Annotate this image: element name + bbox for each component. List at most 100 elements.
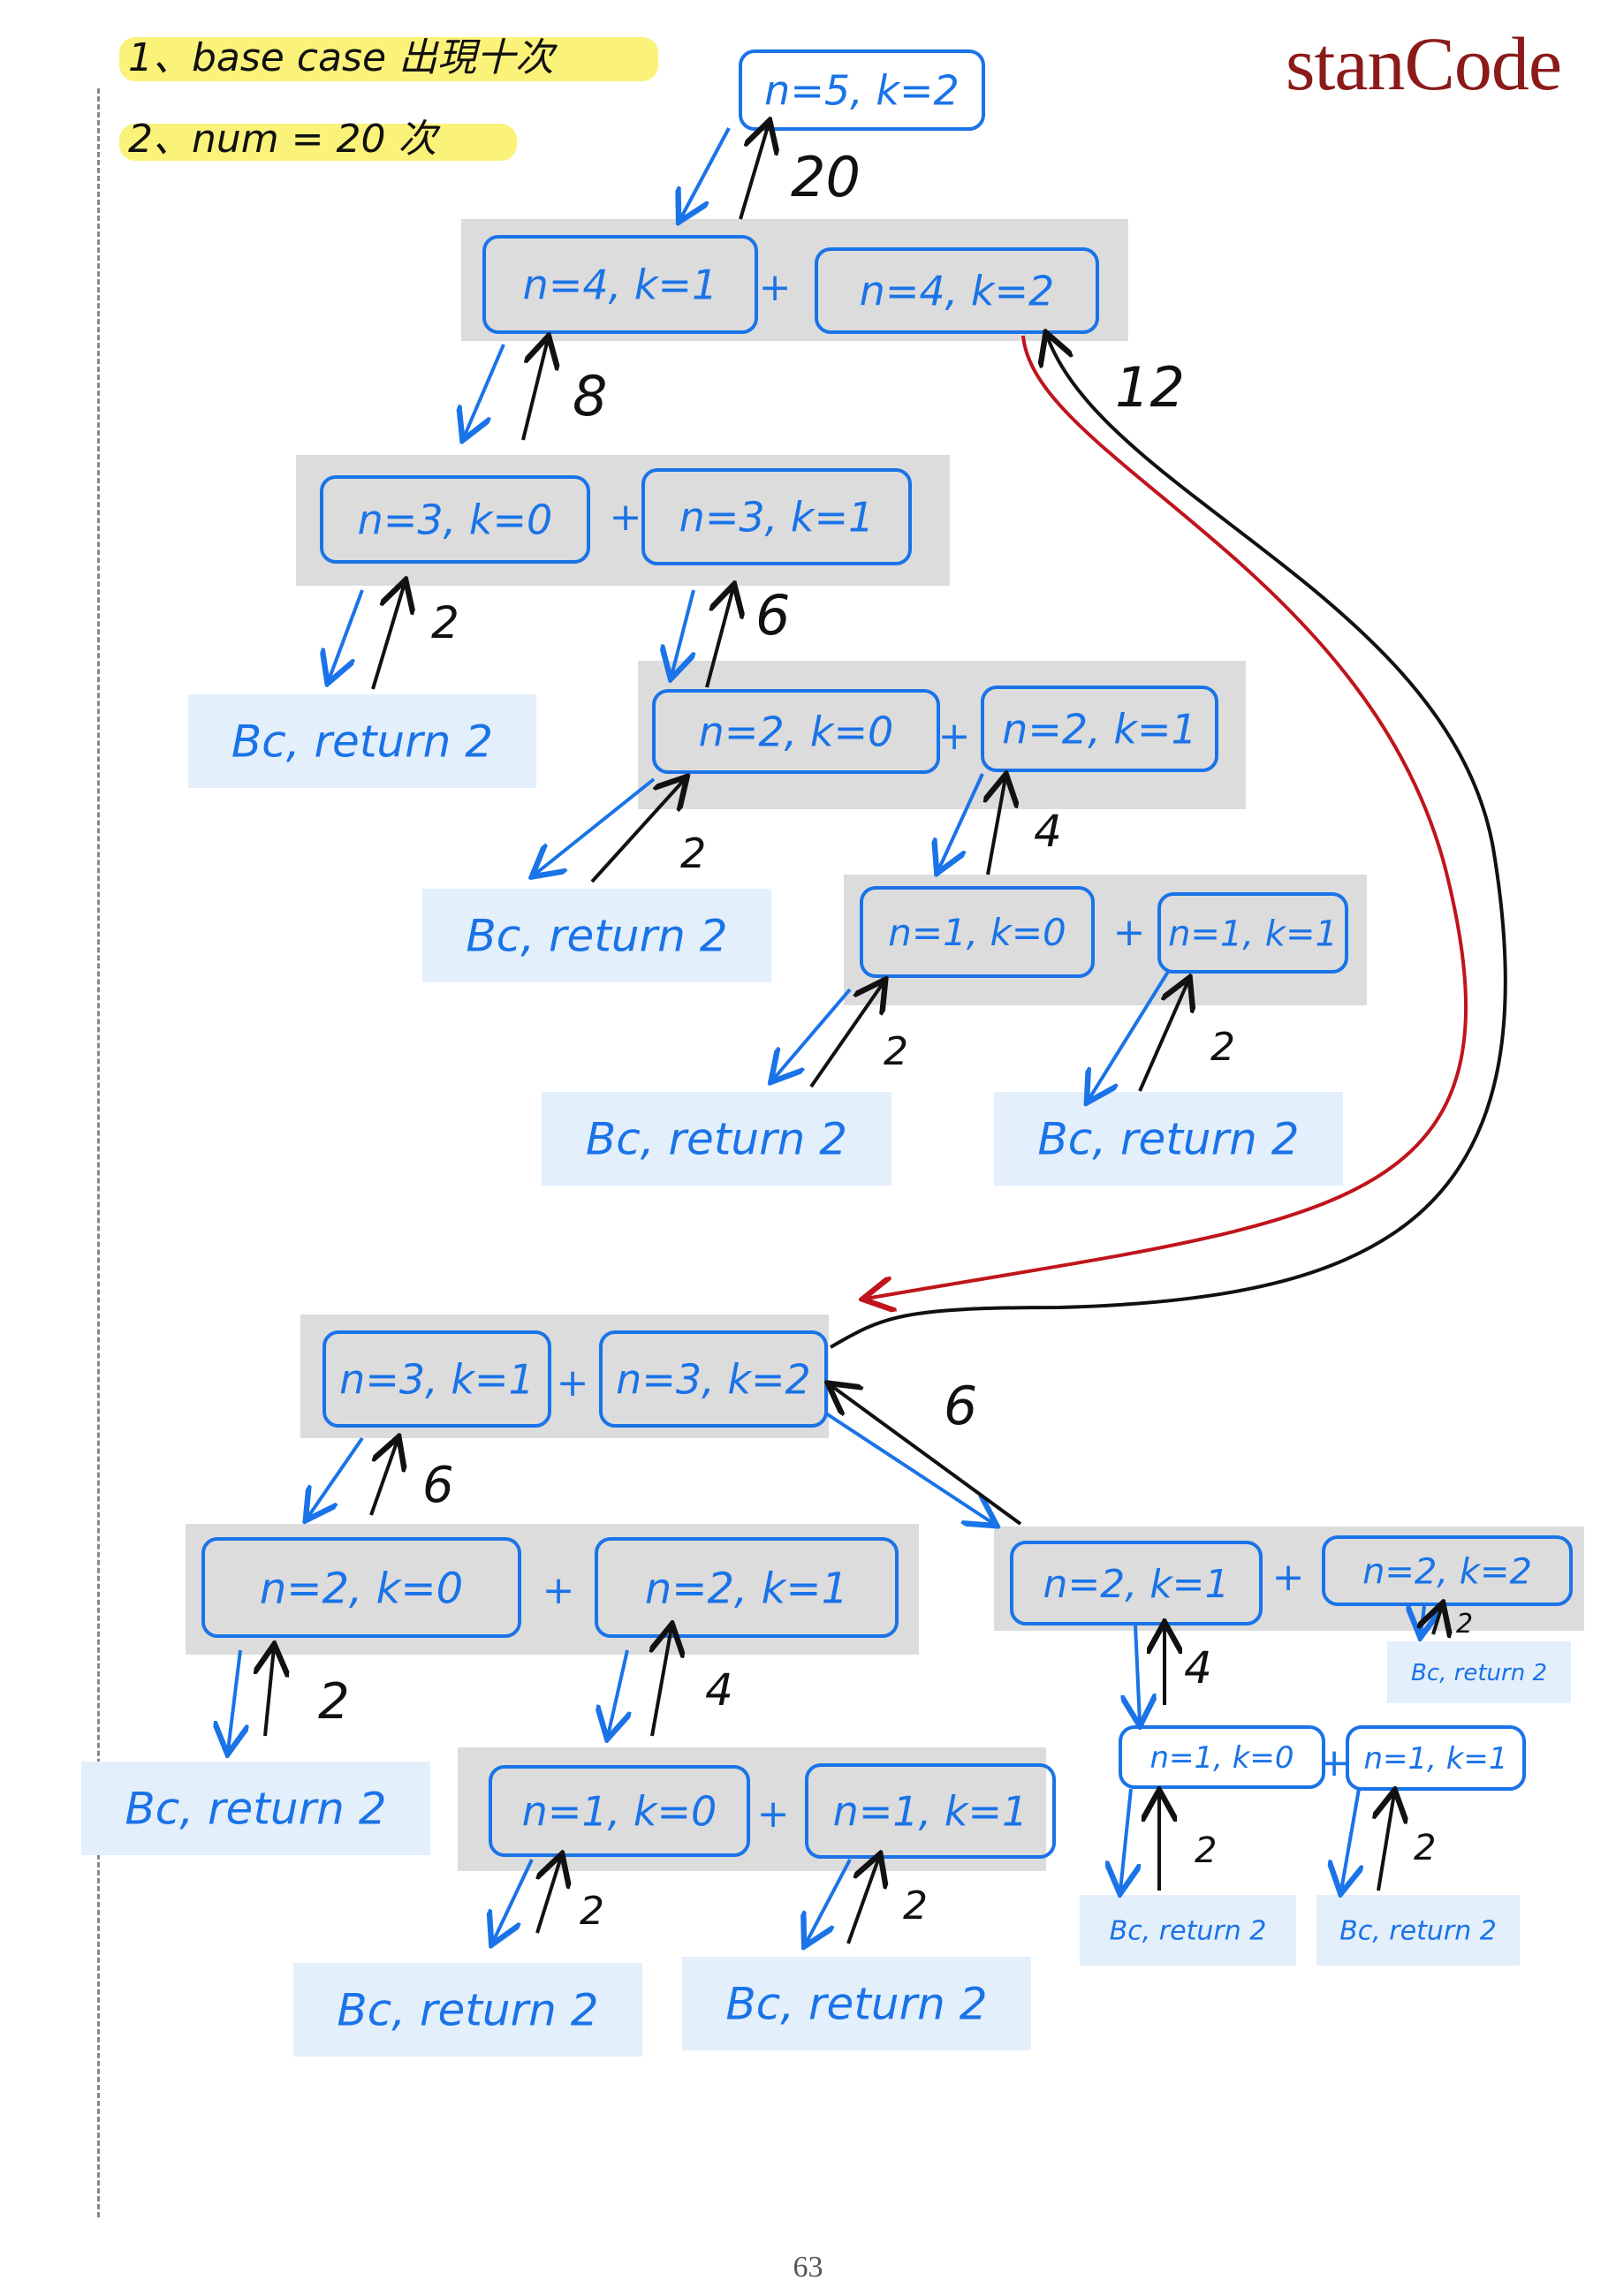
call-arrow [493,1859,534,1942]
base-case-label: Bc, return 2 [1110,1916,1267,1947]
recursion-node-label: n=1, k=0 [888,911,1066,954]
return-arrow [521,339,548,441]
return-arrow [369,1440,398,1516]
recursion-node-label: n=4, k=2 [860,268,1055,315]
base-case-label: Bc, return 2 [337,1985,598,2036]
return-value-label: 2 [884,1029,908,1074]
base-case-box [188,694,536,788]
return-value-label: 2 [431,597,459,648]
call-arrow [773,988,852,1080]
call-arrow [535,777,656,875]
base-case-box [682,1957,1031,2050]
return-value-label: 20 [791,145,861,209]
plus-sign: + [557,1360,589,1406]
return-value-label: 4 [1184,1642,1212,1694]
return-value-label: 6 [422,1457,454,1514]
recursion-node-label: n=3, k=0 [358,496,553,544]
plus-sign: + [1272,1555,1305,1600]
call-arrow [1341,1788,1359,1891]
recursion-node-box [1010,1541,1263,1625]
base-case-label: Bc, return 2 [231,716,493,768]
recursion-node-label: n=1, k=1 [833,1788,1028,1836]
call-group-background [844,875,1367,1005]
recursion-node-box [1346,1725,1526,1791]
return-arrow [652,1627,671,1737]
call-group-background [186,1524,919,1655]
return-value-label: 2 [680,830,706,877]
recursion-node-box [815,247,1099,334]
base-case-box [1316,1895,1520,1966]
return-value-label: 2 [1195,1830,1217,1871]
recursion-node-label: n=4, k=1 [523,261,718,309]
black-return-jump-arrow [829,336,1507,1349]
return-arrow [831,1385,1022,1526]
recursion-node-box [641,468,912,565]
plus-sign: + [542,1568,575,1613]
return-value-label: 4 [705,1664,733,1716]
call-arrow [806,1859,852,1944]
call-arrow [1120,1788,1131,1891]
recursion-node-box [805,1763,1056,1859]
recursion-node-label: n=1, k=1 [1168,913,1338,954]
base-case-box [994,1092,1343,1186]
return-arrow [705,587,733,688]
call-group-background [461,219,1128,341]
note-highlight [119,37,658,81]
recursion-node-label: n=2, k=2 [1362,1551,1532,1592]
call-arrow [329,589,364,680]
call-arrow [671,589,694,676]
page-number: 63 [793,2251,823,2284]
recursion-node-box [652,689,940,774]
base-case-label: Bc, return 2 [586,1114,847,1165]
base-case-box [81,1762,430,1855]
recursion-node-label: n=3, k=2 [616,1356,811,1404]
call-arrow [824,1412,994,1524]
recursion-node-label: n=1, k=1 [1363,1741,1507,1777]
return-value-label: 2 [1414,1828,1436,1868]
base-case-box [542,1092,891,1186]
return-value-label: 2 [580,1889,604,1934]
return-arrow [590,779,685,883]
recursion-node-label: n=1, k=0 [1149,1740,1294,1776]
recursion-node-box [482,235,758,334]
call-group-background [300,1315,829,1438]
base-case-label: Bc, return 2 [1411,1660,1547,1686]
return-arrow [1138,981,1188,1092]
plus-sign: + [610,495,642,540]
return-arrow [265,1648,274,1737]
recursion-node-label: n=1, k=0 [522,1788,717,1836]
plus-sign: + [757,1792,790,1837]
recursion-node-box [489,1765,750,1857]
base-case-label: Bc, return 2 [725,1979,987,2030]
return-arrow [1433,1606,1442,1634]
call-arrow [938,773,984,870]
recursion-node-label: n=2, k=0 [260,1564,463,1613]
note-highlight [119,124,517,161]
base-case-label: Bc, return 2 [466,911,727,962]
return-value-label: 2 [1456,1609,1473,1640]
return-arrow [739,124,769,220]
return-value-label: 6 [944,1375,977,1437]
recursion-node-box [739,49,985,131]
note-text: 1、base case 出現十次 [128,35,558,80]
recursion-node-box [201,1537,521,1638]
return-value-label: 8 [573,364,607,428]
call-arrow [228,1649,240,1751]
call-arrow [307,1436,364,1518]
base-case-box [293,1963,642,2057]
base-case-box [1387,1641,1571,1703]
recursion-node-label: n=3, k=1 [339,1356,535,1404]
recursion-node-box [595,1537,899,1638]
recursion-node-label: n=3, k=1 [679,494,875,542]
recursion-node-box [320,475,590,564]
recursion-node-box [1119,1725,1325,1789]
base-case-label: Bc, return 2 [1339,1916,1497,1947]
recursion-node-box [981,686,1218,772]
recursion-node-label: n=2, k=0 [699,709,894,756]
return-arrow [846,1857,879,1944]
recursion-node-label: n=2, k=1 [645,1564,848,1613]
call-arrow [464,344,505,437]
recursion-node-label: n=2, k=1 [1043,1562,1229,1607]
plus-sign: + [1113,910,1146,955]
